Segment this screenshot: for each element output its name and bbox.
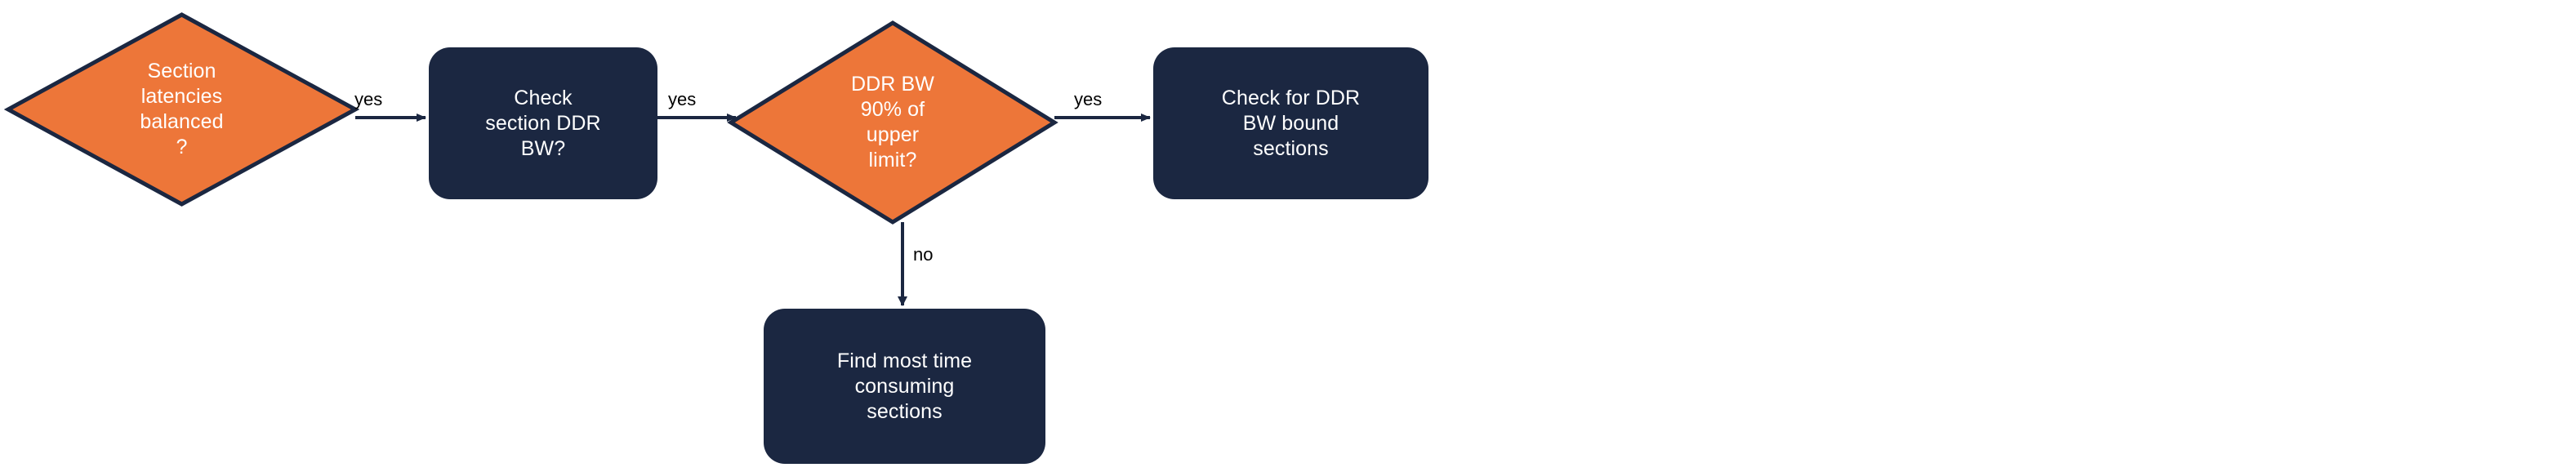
node-find-most-time-consuming-sections-shape[interactable] bbox=[764, 309, 1045, 464]
edge-label-no-ddr-bw-90-to-find-sections: no bbox=[913, 244, 934, 265]
edge-label-yes-latencies-to-check-ddr: yes bbox=[354, 89, 383, 109]
node-section-latencies-balanced-shape[interactable] bbox=[3, 12, 360, 207]
edge-label-yes-ddr-bw-90-to-bound-sections: yes bbox=[1074, 89, 1103, 109]
node-ddr-bw-90-percent-upper-limit-shape[interactable] bbox=[727, 20, 1058, 225]
edge-label-yes-check-ddr-to-ddr-bw-90: yes bbox=[668, 89, 697, 109]
node-check-section-ddr-bw-shape[interactable] bbox=[429, 47, 657, 199]
node-check-ddr-bw-bound-sections-shape[interactable] bbox=[1153, 47, 1428, 199]
